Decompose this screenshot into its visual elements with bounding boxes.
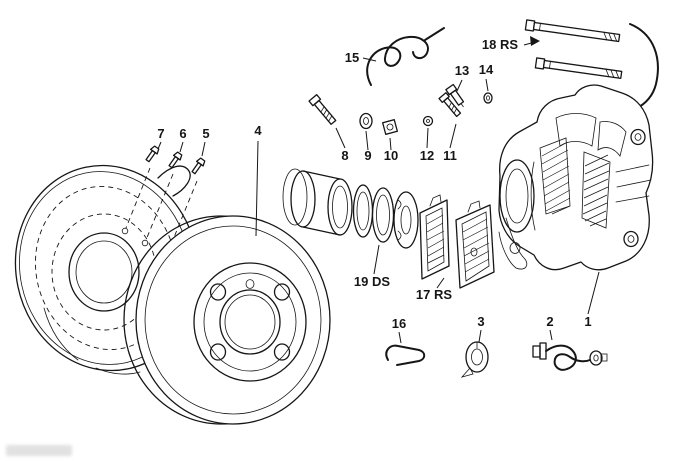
shield-screw-7: [145, 145, 160, 163]
brake-disc: [123, 215, 331, 425]
callout-labels: 1 2 3 4 5 6 7 8 9 10 11 12 13 14 15 16 1…: [157, 37, 591, 331]
nut-10: [382, 119, 398, 135]
brake-pads: [419, 194, 495, 289]
callout-3: 3: [477, 314, 484, 329]
shield-screw-5: [191, 157, 206, 175]
washer-9: [359, 112, 373, 130]
callout-4: 4: [254, 123, 262, 138]
callout-12: 12: [420, 148, 434, 163]
fitting-12: [422, 115, 434, 127]
callout-leader-lines: [157, 36, 600, 344]
callout-10: 10: [384, 148, 398, 163]
callout-2: 2: [546, 314, 553, 329]
callout-16: 16: [392, 316, 406, 331]
callout-14: 14: [479, 62, 494, 77]
callout-18-rs: 18 RS: [482, 37, 518, 52]
grommet-3: [460, 341, 489, 378]
callout-1: 1: [584, 314, 591, 329]
callout-17-rs: 17 RS: [416, 287, 452, 302]
callout-5: 5: [202, 126, 209, 141]
arrowhead-18rs: [530, 36, 540, 46]
washer-14: [483, 92, 493, 104]
retaining-spring-15: [366, 27, 445, 86]
callout-15: 15: [345, 50, 359, 65]
corner-watermark: [6, 445, 72, 456]
callout-9: 9: [364, 148, 371, 163]
bolt-8: [308, 94, 337, 125]
callout-8: 8: [341, 148, 348, 163]
callout-19-ds: 19 DS: [354, 274, 390, 289]
bleeder-screw-13: [445, 83, 465, 108]
bolt-11: [438, 92, 462, 118]
wear-sensor-cable-2: [532, 342, 608, 371]
callout-13: 13: [455, 63, 469, 78]
callout-6: 6: [179, 126, 186, 141]
callout-11: 11: [443, 148, 457, 163]
piston-seal-set: [282, 168, 419, 249]
shield-screw-6: [168, 151, 183, 169]
spring-clip-16: [385, 344, 426, 366]
callout-7: 7: [157, 126, 164, 141]
brake-caliper: [498, 84, 654, 271]
